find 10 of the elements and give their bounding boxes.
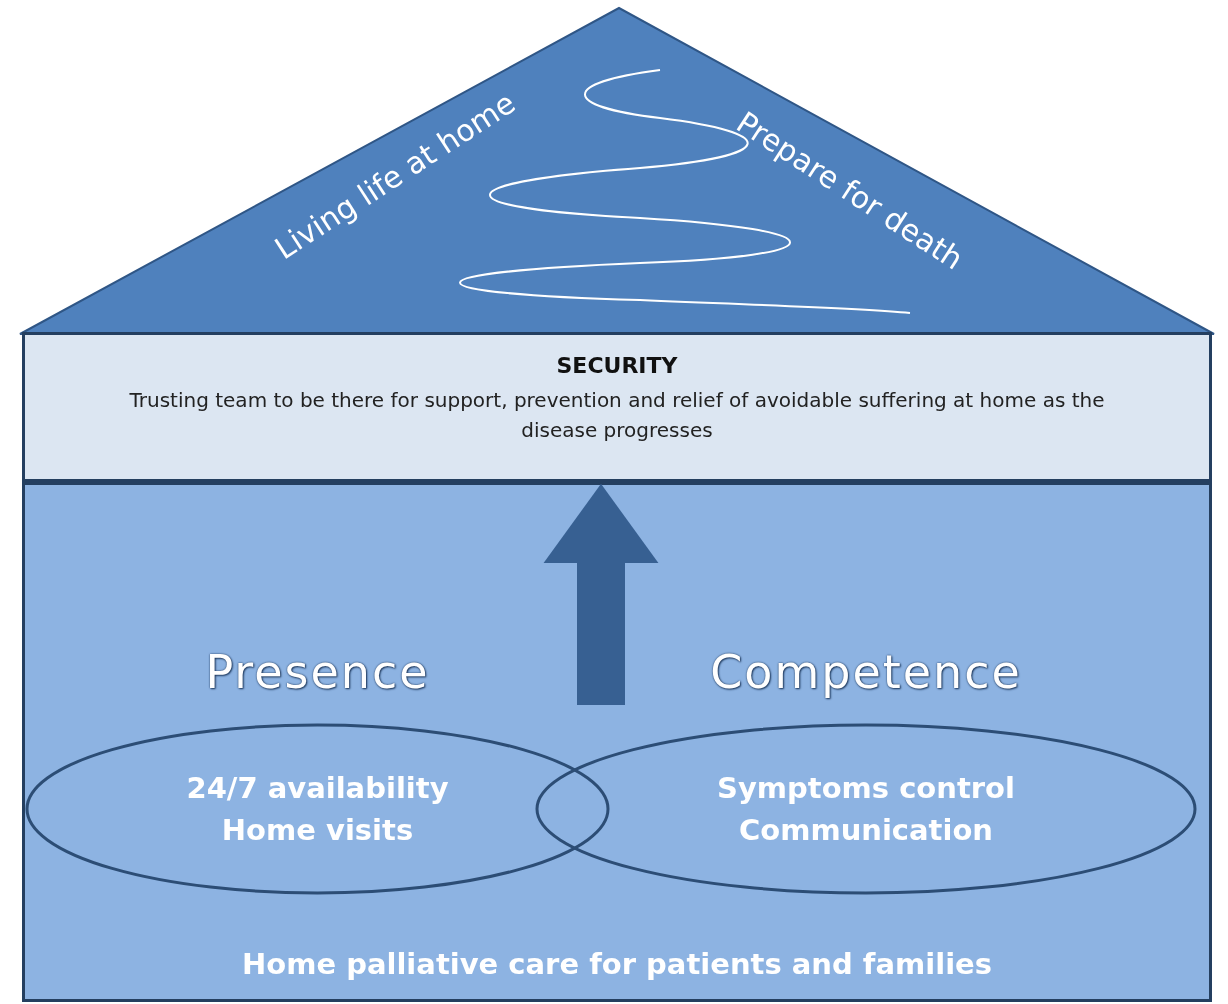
ellipse-heading: Competence: [709, 645, 1023, 699]
band-heading: SECURITY: [555, 353, 679, 378]
arrow: [543, 483, 659, 705]
base-panel: [22, 482, 1212, 1002]
ellipse-text: Symptoms control Communication: [716, 770, 1016, 849]
security-band: [22, 332, 1212, 482]
band-description: Trusting team to be there for support, prevention and relief of avoidable suffering at home as the disease progresses: [128, 387, 1106, 444]
ellipse-text: 24/7 availability Home visits: [185, 770, 450, 849]
ellipse-heading: Presence: [204, 645, 431, 699]
base-text: Home palliative care for patients and families: [241, 947, 993, 981]
